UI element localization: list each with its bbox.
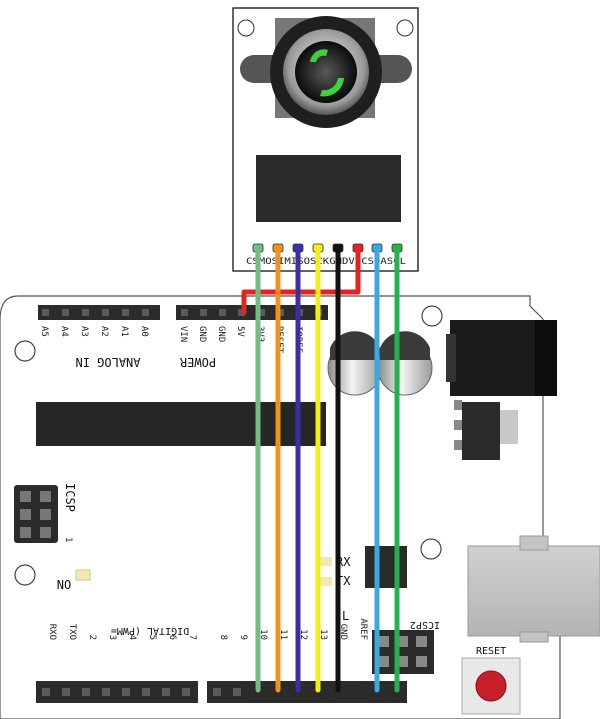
digital-pin-label: 4	[127, 635, 137, 640]
digital-pin-label: 9	[238, 635, 248, 640]
analog-pin-labels: A5 A4 A3 A2 A1 A0	[39, 326, 149, 337]
reset-button[interactable]	[461, 657, 521, 715]
power-pin-label: GND	[216, 326, 226, 342]
mounting-hole	[14, 564, 36, 586]
camera-mounting-hole	[396, 19, 414, 37]
digital-pin-label: 2	[87, 635, 97, 640]
camera-mounting-hole	[237, 19, 255, 37]
lens-reflection	[310, 49, 328, 62]
power-header	[176, 305, 328, 320]
wire-vcc	[241, 249, 361, 315]
icsp2-label: ICSP2	[410, 619, 440, 630]
icsp-header	[14, 485, 58, 543]
digital-pin-label: 7	[187, 635, 197, 640]
digital-pin-label: 10	[258, 629, 268, 640]
icsp-pin1-label: 1	[63, 537, 73, 542]
on-led	[75, 569, 91, 581]
digital-header-label: DIGITAL (PWM=	[111, 625, 189, 636]
power-pin-label: GND	[197, 326, 207, 342]
lens-reflection	[320, 78, 344, 97]
digital-pin-label: AREF	[358, 618, 368, 640]
digital-pin-label: GND	[338, 624, 348, 640]
lens-glass	[295, 41, 357, 103]
mounting-hole	[421, 305, 443, 327]
usb-connector	[467, 535, 600, 643]
digital-pin-label: 13	[318, 629, 328, 640]
analog-pin-label: A1	[119, 326, 129, 337]
rx-led	[320, 557, 332, 566]
camera-pin-labels: CSMOSIMISOSCKGNDVCCSDASCL	[246, 257, 406, 267]
analog-header-pins	[42, 309, 149, 316]
tx-led	[320, 577, 332, 586]
digital-pin-label: 8	[218, 635, 228, 640]
digital-pin-label: 11	[278, 629, 288, 640]
digital-pin-labels: RXO TXO 2 3 4 5 6 7	[47, 624, 197, 640]
analog-header-label: ANALOG IN	[75, 355, 140, 369]
analog-pin-label: A4	[59, 326, 69, 337]
digital-header-pins	[42, 688, 241, 696]
analog-pin-label: A2	[99, 326, 109, 337]
analog-header	[38, 305, 160, 320]
digital-pin-labels-2: 8 9 10 11 12 13 GND AREF	[218, 618, 368, 640]
power-pin-label: 5V	[235, 326, 245, 337]
analog-pin-label: A0	[139, 326, 149, 337]
digital-pin-label: 6	[167, 635, 177, 640]
camera-pin-header	[252, 243, 403, 253]
reset-label: RESET	[476, 646, 506, 657]
power-header-label: POWER	[179, 355, 216, 369]
icsp2-header	[372, 630, 434, 674]
wires	[241, 249, 400, 693]
mounting-hole	[420, 538, 442, 560]
dc-power-jack	[446, 320, 557, 396]
analog-pin-label: A5	[39, 326, 49, 337]
digital-header-1	[36, 681, 198, 703]
on-led-label: ON	[57, 577, 71, 591]
digital-pin-label: 5	[147, 635, 157, 640]
digital-pin-label: 12	[298, 629, 308, 640]
capacitor	[327, 331, 383, 396]
usb-serial-chip	[365, 546, 407, 588]
power-pin-label: VIN	[178, 326, 188, 342]
camera-module: CSMOSIMISOSCKGNDVCCSDASCL	[232, 7, 419, 272]
microcontroller-chip	[36, 402, 326, 446]
capacitor	[377, 331, 433, 396]
analog-pin-label: A3	[79, 326, 89, 337]
icsp-label: ICSP	[63, 483, 77, 512]
digital-pin-label: RXO	[47, 624, 57, 640]
camera-sensor-chip	[256, 155, 401, 222]
voltage-regulator	[454, 400, 518, 460]
digital-pin-label: TXO	[67, 624, 77, 640]
l-label: L	[342, 609, 349, 623]
mounting-hole	[14, 340, 36, 362]
digital-pin-label: 3	[107, 635, 117, 640]
